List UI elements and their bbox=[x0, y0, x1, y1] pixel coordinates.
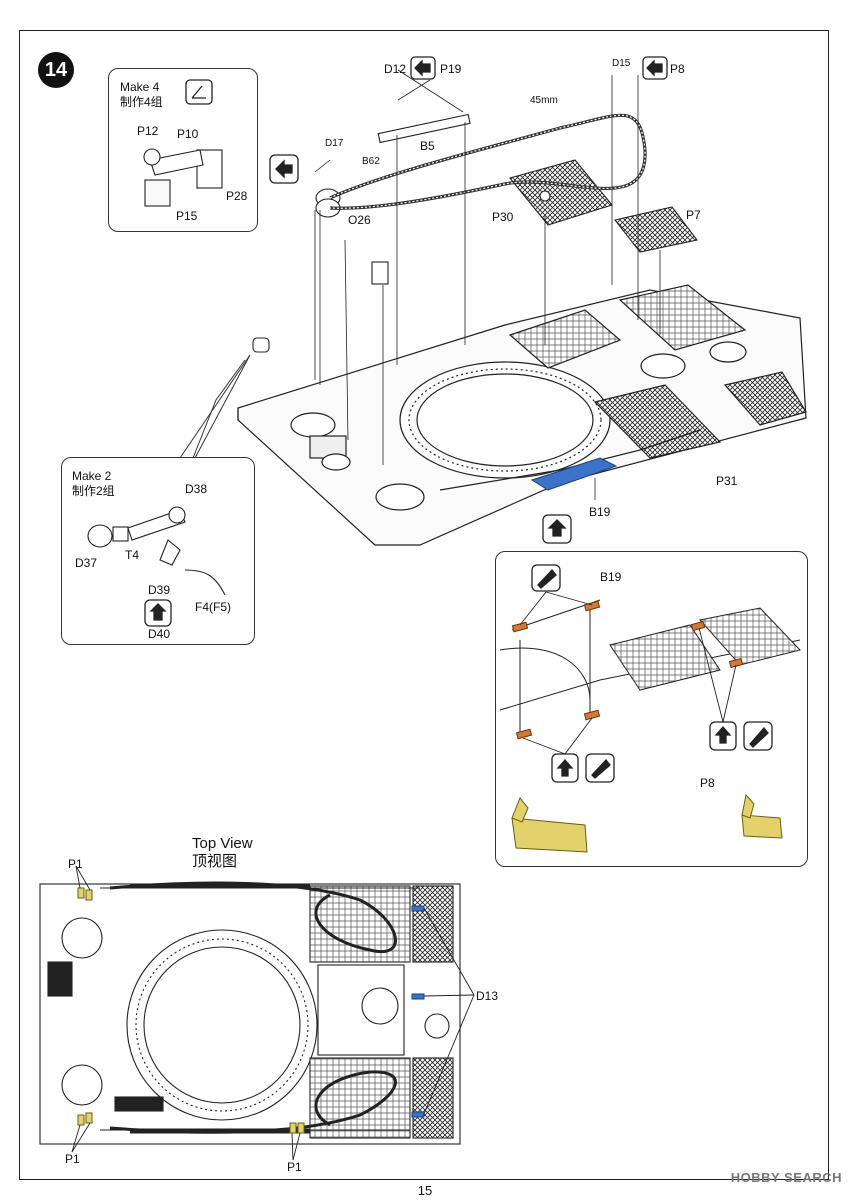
detail-label-b19: B19 bbox=[600, 570, 622, 584]
label-f4f5: F4(F5) bbox=[195, 600, 231, 614]
top-view-yellow-parts bbox=[77, 887, 305, 1134]
label-t4: T4 bbox=[125, 548, 140, 562]
label-d38: D38 bbox=[185, 482, 208, 496]
label-p19: P19 bbox=[440, 62, 462, 76]
top-view-cables bbox=[109, 881, 397, 1134]
label-b19: B19 bbox=[589, 505, 611, 519]
floating-parts bbox=[252, 113, 698, 353]
label-b5: B5 bbox=[420, 139, 435, 153]
label-b62: B62 bbox=[362, 156, 380, 167]
topview-label-d13: D13 bbox=[476, 989, 499, 1003]
label-p8: P8 bbox=[670, 62, 685, 76]
label-d37: D37 bbox=[75, 556, 98, 570]
top-view-title: Top View 顶视图 bbox=[192, 835, 253, 870]
make2-box bbox=[61, 457, 255, 645]
topview-label-p1-left: P1 bbox=[65, 1152, 80, 1166]
label-d15: D15 bbox=[612, 58, 631, 69]
orange-parts bbox=[511, 600, 744, 740]
label-p12: P12 bbox=[137, 124, 159, 138]
yellow-clamps bbox=[511, 793, 783, 853]
step-number-badge: 14 bbox=[38, 52, 74, 88]
label-p7: P7 bbox=[686, 208, 701, 222]
top-view-title-cn: 顶视图 bbox=[192, 853, 238, 870]
make2-title: Make 2 bbox=[72, 469, 112, 483]
label-o26: O26 bbox=[348, 213, 371, 227]
label-p31: P31 bbox=[716, 474, 738, 488]
label-45mm: 45mm bbox=[530, 95, 558, 106]
part-b19-highlight bbox=[530, 457, 618, 491]
topview-label-p1-bottom: P1 bbox=[287, 1160, 302, 1174]
label-p30: P30 bbox=[492, 210, 514, 224]
make4-box bbox=[108, 68, 258, 232]
detail-box bbox=[495, 551, 808, 867]
detail-label-p8: P8 bbox=[700, 776, 715, 790]
label-d12: D12 bbox=[384, 62, 407, 76]
label-d40: D40 bbox=[148, 627, 171, 641]
make2-sketch bbox=[87, 506, 226, 596]
make4-title-cn: 制作4组 bbox=[120, 95, 163, 109]
label-p10: P10 bbox=[177, 127, 199, 141]
top-view-drawing bbox=[39, 883, 461, 1145]
direction-icons bbox=[144, 56, 668, 627]
page-number: 15 bbox=[417, 1183, 433, 1198]
topview-label-p1-top: P1 bbox=[68, 857, 83, 871]
detail-drawing bbox=[499, 599, 801, 735]
label-p15: P15 bbox=[176, 209, 198, 223]
make4-title: Make 4 bbox=[120, 80, 160, 94]
detail-icons bbox=[531, 564, 773, 783]
main-deck bbox=[237, 284, 807, 546]
make2-title-cn: 制作2组 bbox=[72, 484, 115, 498]
guide-lines bbox=[314, 69, 661, 465]
label-d17: D17 bbox=[325, 138, 344, 149]
watermark: HOBBY SEARCH bbox=[730, 1170, 842, 1185]
label-p28: P28 bbox=[226, 189, 248, 203]
make4-sketch bbox=[143, 148, 223, 207]
page-frame bbox=[19, 30, 829, 1180]
label-d39: D39 bbox=[148, 583, 171, 597]
